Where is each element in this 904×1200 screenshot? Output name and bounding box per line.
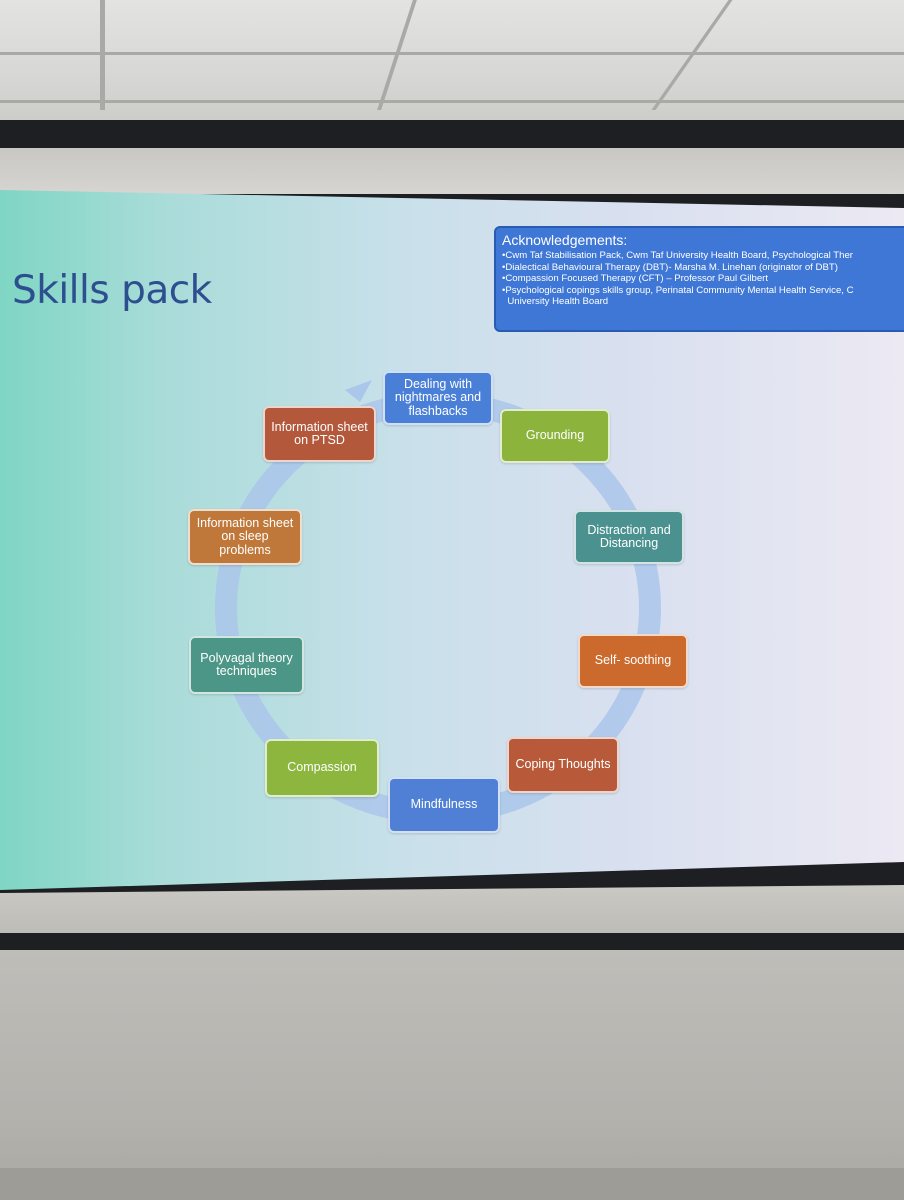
cycle-node-polyvagal: Polyvagal theory techniques [189, 636, 304, 694]
cycle-node-coping-thoughts: Coping Thoughts [507, 737, 619, 793]
wall [0, 950, 904, 1200]
cycle-arrow-head [345, 380, 372, 402]
wall-skirting [0, 1168, 904, 1200]
ceiling-grid-line [0, 52, 904, 55]
cycle-node-grounding: Grounding [500, 409, 610, 463]
acknowledgement-item: •Psychological copings skills group, Per… [502, 284, 854, 296]
acknowledgement-item: University Health Board [502, 296, 609, 307]
cycle-node-distraction: Distraction and Distancing [574, 510, 684, 564]
cycle-node-mindfulness: Mindfulness [388, 777, 500, 833]
cycle-node-ptsd-sheet: Information sheet on PTSD [263, 406, 376, 462]
ceiling-grid-line [100, 0, 105, 110]
ceiling-grid-line [0, 100, 904, 103]
slide-title: Skills pack [12, 268, 212, 313]
cycle-node-sleep-sheet: Information sheet on sleep problems [188, 509, 302, 565]
acknowledgements-list: •Cwm Taf Stabilisation Pack, Cwm Taf Uni… [502, 250, 904, 308]
presentation-slide: Skills pack Acknowledgements: •Cwm Taf S… [0, 190, 904, 890]
ceiling-grid-line [651, 0, 733, 110]
cycle-node-nightmares: Dealing with nightmares and flashbacks [383, 371, 493, 425]
acknowledgements-heading: Acknowledgements: [502, 232, 628, 248]
acknowledgements-box: Acknowledgements: •Cwm Taf Stabilisation… [494, 226, 904, 332]
screen-top-border [0, 148, 904, 194]
acknowledgement-item: •Compassion Focused Therapy (CFT) – Prof… [502, 273, 769, 284]
ceiling-grid-line [377, 0, 417, 110]
acknowledgement-item: •Cwm Taf Stabilisation Pack, Cwm Taf Uni… [502, 250, 854, 261]
ceiling [0, 0, 904, 135]
screen-bottom-border [0, 885, 904, 933]
acknowledgement-item: •Dialectical Behavioural Therapy (DBT)- … [502, 261, 838, 273]
cycle-node-compassion: Compassion [265, 739, 379, 797]
cycle-node-self-soothing: Self- soothing [578, 634, 688, 688]
